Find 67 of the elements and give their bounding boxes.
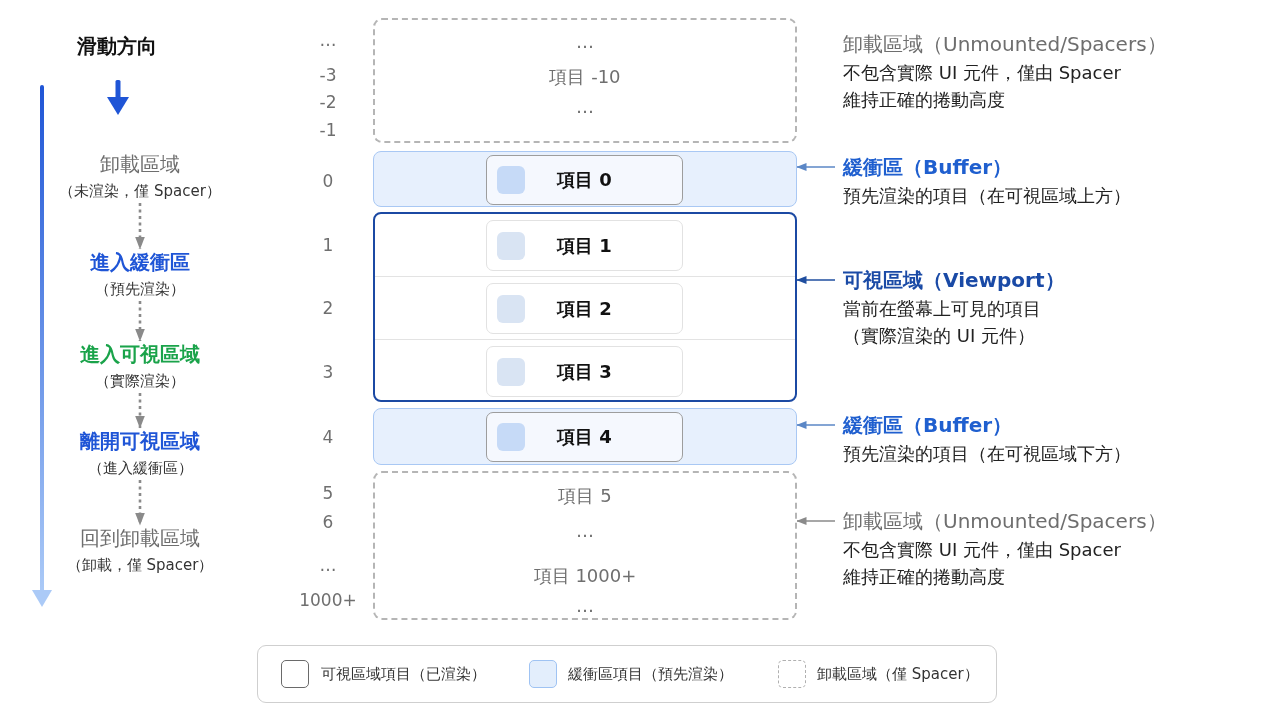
index-number: 1000+ (299, 589, 357, 611)
item-label: 項目 4 (557, 425, 612, 448)
index-number: 0 (322, 170, 334, 192)
unmounted-region (373, 471, 797, 620)
index-number: 5 (322, 482, 334, 504)
arrow (796, 163, 836, 171)
ellipsis-text: … (319, 29, 337, 51)
viewport-frame (373, 212, 797, 402)
unmounted-region (373, 18, 797, 143)
state-note: （未渲染，僅 Spacer） (59, 181, 221, 202)
item-card (486, 220, 683, 271)
index-number: -2 (319, 91, 337, 113)
annotation-text: 不包含實際 UI 元件，僅由 Spacer 維持正確的捲動高度 (843, 538, 1122, 589)
state-title: 進入可視區域 (80, 341, 200, 367)
arrow (796, 421, 836, 429)
column-heading: 滑動方向 (77, 34, 157, 58)
annotation-text: 不包含實際 UI 元件，僅由 Spacer 維持正確的捲動高度 (843, 61, 1122, 112)
arrow (135, 480, 145, 526)
buffer-row (373, 151, 797, 207)
state-note: （實際渲染） (95, 371, 185, 392)
annotation-text: 預先渲染的項目（在可視區域上方） (843, 184, 1131, 208)
legend-label: 可視區域項目（已渲染） (321, 664, 486, 683)
index-number: 6 (322, 511, 334, 533)
item-label: 項目 5 (558, 485, 612, 507)
index-number: -3 (319, 64, 337, 86)
ellipsis-text: … (576, 595, 594, 617)
item-card (486, 411, 683, 462)
item-label: 項目 1 (557, 234, 612, 257)
state-note: （預先渲染） (95, 279, 185, 300)
state-title: 卸載區域 (100, 151, 180, 177)
state-note: （進入緩衝區） (87, 458, 193, 479)
legend-label: 卸載區域（僅 Spacer） (817, 664, 979, 683)
state-title: 進入緩衝區 (90, 249, 190, 275)
buffer-row (373, 408, 797, 465)
arrow (135, 301, 145, 342)
item-card (486, 154, 683, 205)
annotation-title: 緩衝區（Buffer） (843, 154, 1013, 181)
item-label: 項目 2 (557, 297, 612, 320)
item-label: 項目 -10 (549, 66, 621, 88)
ellipsis-text: … (319, 554, 337, 576)
item-card (486, 283, 683, 334)
annotation-title: 卸載區域（Unmounted/Spacers） (843, 508, 1167, 535)
ellipsis-text: … (576, 520, 594, 542)
arrow (135, 393, 145, 429)
annotation-title: 可視區域（Viewport） (843, 267, 1065, 294)
arrow (796, 276, 836, 284)
ellipsis-text: … (576, 31, 594, 53)
item-label: 項目 1000+ (533, 565, 637, 587)
arrow (796, 517, 836, 525)
item-label: 項目 0 (557, 168, 612, 191)
ellipsis-text: … (576, 96, 594, 118)
annotation-text: 當前在螢幕上可見的項目（實際渲染的 UI 元件） (843, 297, 1042, 348)
index-number: 4 (322, 426, 334, 448)
legend-label: 緩衝區項目（預先渲染） (568, 664, 733, 683)
item-label: 項目 3 (557, 360, 612, 383)
arrow (135, 203, 145, 250)
index-number: 1 (322, 234, 334, 256)
annotation-title: 卸載區域（Unmounted/Spacers） (843, 31, 1167, 58)
item-card (486, 346, 683, 397)
state-title: 離開可視區域 (80, 428, 200, 454)
annotation-title: 緩衝區（Buffer） (843, 412, 1013, 439)
index-number: 3 (322, 361, 334, 383)
index-number: 2 (322, 297, 334, 319)
state-note: （卸載，僅 Spacer） (66, 555, 214, 576)
annotation-text: 預先渲染的項目（在可視區域下方） (843, 442, 1131, 466)
state-title: 回到卸載區域 (80, 525, 200, 551)
index-number: -1 (319, 119, 337, 141)
